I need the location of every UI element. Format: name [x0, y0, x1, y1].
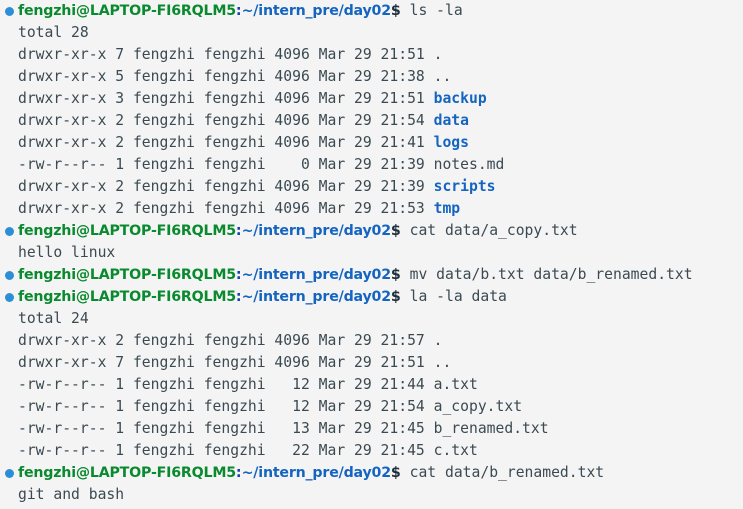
listing-metadata: drwxr-xr-x 2 fengzhi fengzhi 4096 Mar 29… — [18, 332, 434, 349]
output-line: drwxr-xr-x 7 fengzhi fengzhi 4096 Mar 29… — [0, 352, 743, 374]
output-line: drwxr-xr-x 2 fengzhi fengzhi 4096 Mar 29… — [0, 132, 743, 154]
directory-name: data — [433, 112, 469, 129]
output-text: git and bash — [18, 486, 125, 503]
relative-dir-name: . — [433, 332, 443, 349]
listing-metadata: -rw-r--r-- 1 fengzhi fengzhi 13 Mar 29 2… — [18, 420, 434, 437]
prompt-path: ~/intern_pre/day02 — [241, 289, 391, 305]
listing-metadata: -rw-r--r-- 1 fengzhi fengzhi 12 Mar 29 2… — [18, 376, 434, 393]
output-line: -rw-r--r-- 1 fengzhi fengzhi 0 Mar 29 21… — [0, 154, 743, 176]
prompt-bullet-icon — [5, 227, 14, 236]
prompt-path: ~/intern_pre/day02 — [241, 267, 391, 283]
output-line: drwxr-xr-x 5 fengzhi fengzhi 4096 Mar 29… — [0, 66, 743, 88]
prompt-bullet-icon — [5, 469, 14, 478]
output-text: total 28 — [18, 24, 89, 41]
command-text: ls -la — [400, 2, 463, 19]
output-line: drwxr-xr-x 7 fengzhi fengzhi 4096 Mar 29… — [0, 44, 743, 66]
prompt-line[interactable]: fengzhi@LAPTOP-FI6RQLM5:~/intern_pre/day… — [0, 462, 743, 484]
prompt-symbol: $ — [390, 289, 401, 305]
output-line: drwxr-xr-x 2 fengzhi fengzhi 4096 Mar 29… — [0, 330, 743, 352]
listing-metadata: -rw-r--r-- 1 fengzhi fengzhi 12 Mar 29 2… — [18, 398, 434, 415]
listing-metadata: -rw-r--r-- 1 fengzhi fengzhi 0 Mar 29 21… — [18, 156, 434, 173]
output-line: hello linux — [0, 242, 743, 264]
listing-metadata: drwxr-xr-x 7 fengzhi fengzhi 4096 Mar 29… — [18, 46, 434, 63]
prompt-line[interactable]: fengzhi@LAPTOP-FI6RQLM5:~/intern_pre/day… — [0, 264, 743, 286]
directory-name: logs — [433, 134, 469, 151]
relative-dir-name: .. — [433, 68, 452, 85]
relative-dir-name: . — [433, 46, 443, 63]
file-name: a.txt — [433, 376, 478, 393]
listing-metadata: drwxr-xr-x 2 fengzhi fengzhi 4096 Mar 29… — [18, 178, 434, 195]
listing-metadata: drwxr-xr-x 2 fengzhi fengzhi 4096 Mar 29… — [18, 200, 434, 217]
prompt-user-host: fengzhi@LAPTOP-FI6RQLM5 — [18, 289, 236, 305]
file-name: a_copy.txt — [433, 398, 523, 415]
output-line: total 24 — [0, 308, 743, 330]
prompt-line[interactable]: fengzhi@LAPTOP-FI6RQLM5:~/intern_pre/day… — [0, 0, 743, 22]
prompt-user-host: fengzhi@LAPTOP-FI6RQLM5 — [18, 223, 236, 239]
output-line: drwxr-xr-x 2 fengzhi fengzhi 4096 Mar 29… — [0, 176, 743, 198]
prompt-user-host: fengzhi@LAPTOP-FI6RQLM5 — [18, 3, 236, 19]
prompt-separator: : — [235, 3, 242, 19]
listing-metadata: drwxr-xr-x 2 fengzhi fengzhi 4096 Mar 29… — [18, 134, 434, 151]
prompt-symbol: $ — [390, 223, 401, 239]
directory-name: backup — [433, 90, 487, 107]
listing-metadata: drwxr-xr-x 2 fengzhi fengzhi 4096 Mar 29… — [18, 112, 434, 129]
prompt-path: ~/intern_pre/day02 — [241, 465, 391, 481]
prompt-user-host: fengzhi@LAPTOP-FI6RQLM5 — [18, 465, 236, 481]
prompt-separator: : — [235, 223, 242, 239]
listing-metadata: drwxr-xr-x 5 fengzhi fengzhi 4096 Mar 29… — [18, 68, 434, 85]
prompt-path: ~/intern_pre/day02 — [241, 3, 391, 19]
output-line: -rw-r--r-- 1 fengzhi fengzhi 13 Mar 29 2… — [0, 418, 743, 440]
output-line: total 28 — [0, 22, 743, 44]
prompt-user-host: fengzhi@LAPTOP-FI6RQLM5 — [18, 267, 236, 283]
prompt-bullet-icon — [5, 271, 14, 280]
file-name: b_renamed.txt — [433, 420, 549, 437]
directory-name: scripts — [433, 178, 496, 195]
prompt-separator: : — [235, 267, 242, 283]
command-text: mv data/b.txt data/b_renamed.txt — [400, 266, 693, 283]
output-line: git and bash — [0, 484, 743, 506]
output-line: -rw-r--r-- 1 fengzhi fengzhi 12 Mar 29 2… — [0, 374, 743, 396]
command-text: cat data/b_renamed.txt — [400, 464, 605, 481]
relative-dir-name: .. — [433, 354, 452, 371]
prompt-bullet-icon — [5, 293, 14, 302]
output-line: -rw-r--r-- 1 fengzhi fengzhi 22 Mar 29 2… — [0, 440, 743, 462]
output-line: drwxr-xr-x 2 fengzhi fengzhi 4096 Mar 29… — [0, 198, 743, 220]
output-line: drwxr-xr-x 2 fengzhi fengzhi 4096 Mar 29… — [0, 110, 743, 132]
output-text: total 24 — [18, 310, 89, 327]
prompt-symbol: $ — [390, 465, 401, 481]
file-name: c.txt — [433, 442, 478, 459]
prompt-symbol: $ — [390, 267, 401, 283]
output-line: drwxr-xr-x 3 fengzhi fengzhi 4096 Mar 29… — [0, 88, 743, 110]
command-text: cat data/a_copy.txt — [400, 222, 578, 239]
command-text: la -la data — [400, 288, 507, 305]
listing-metadata: -rw-r--r-- 1 fengzhi fengzhi 22 Mar 29 2… — [18, 442, 434, 459]
prompt-line[interactable]: fengzhi@LAPTOP-FI6RQLM5:~/intern_pre/day… — [0, 220, 743, 242]
prompt-separator: : — [235, 465, 242, 481]
directory-name: tmp — [433, 200, 461, 217]
output-text: hello linux — [18, 244, 116, 261]
prompt-bullet-icon — [5, 7, 14, 16]
output-line: -rw-r--r-- 1 fengzhi fengzhi 12 Mar 29 2… — [0, 396, 743, 418]
listing-metadata: drwxr-xr-x 3 fengzhi fengzhi 4096 Mar 29… — [18, 90, 434, 107]
prompt-separator: : — [235, 289, 242, 305]
file-name: notes.md — [433, 156, 505, 173]
prompt-path: ~/intern_pre/day02 — [241, 223, 391, 239]
prompt-symbol: $ — [390, 3, 401, 19]
prompt-line[interactable]: fengzhi@LAPTOP-FI6RQLM5:~/intern_pre/day… — [0, 286, 743, 308]
listing-metadata: drwxr-xr-x 7 fengzhi fengzhi 4096 Mar 29… — [18, 354, 434, 371]
